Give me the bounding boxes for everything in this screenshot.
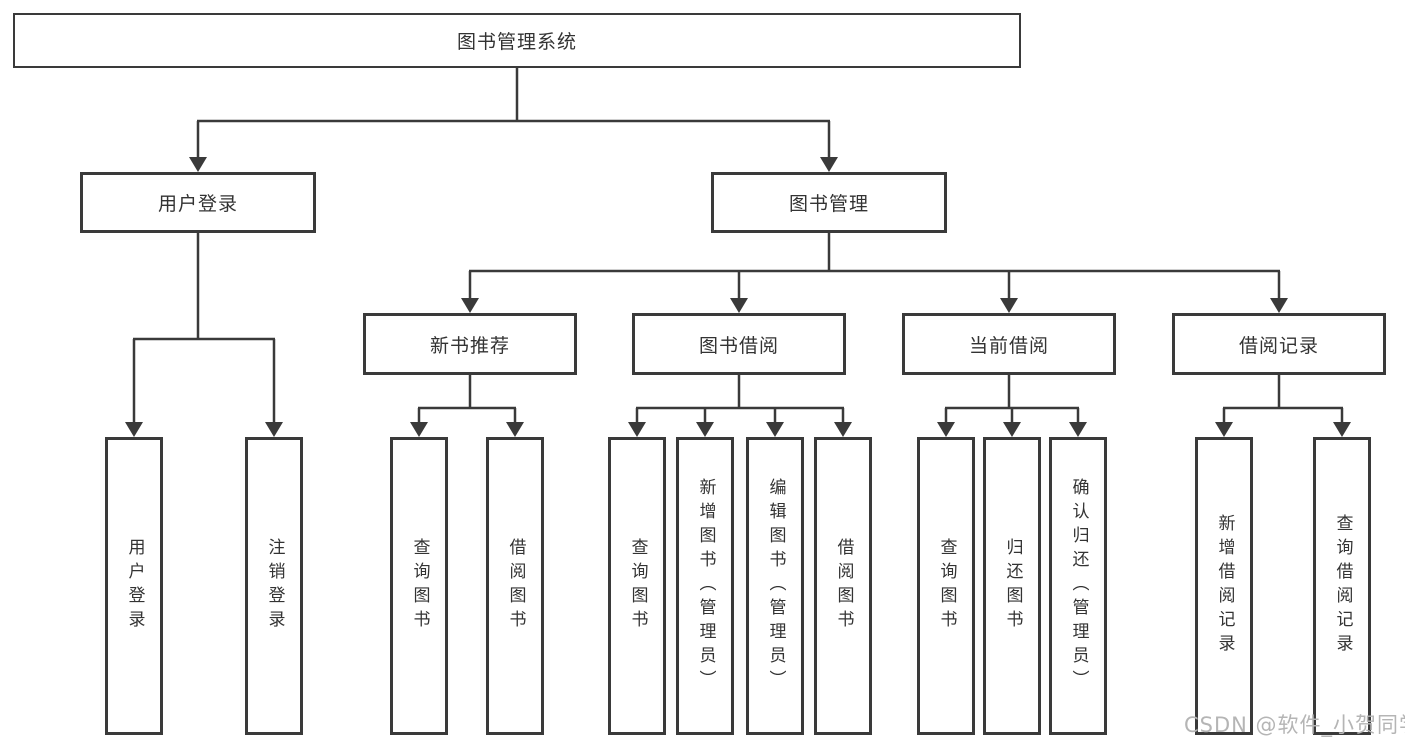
- node-label: 查询图书: [409, 538, 430, 634]
- node-label: 图书借阅: [698, 334, 779, 357]
- node-label: 归还图书: [1002, 538, 1023, 634]
- node-leaf-return-books: 归还图书: [983, 437, 1041, 735]
- node-leaf-confirm-return-admin: 确认归还（管理员）: [1049, 437, 1107, 735]
- connector-user-login-to-leaves: [125, 231, 283, 437]
- node-leaf-edit-book-admin: 编辑图书（管理员）: [746, 437, 804, 735]
- node-library-management-system: 图书管理系统: [13, 13, 1021, 68]
- node-label: 新增图书（管理员）: [695, 478, 716, 694]
- node-leaf-query-books-recommend: 查询图书: [390, 437, 448, 735]
- node-user-login: 用户登录: [80, 172, 316, 233]
- node-label: 当前借阅: [968, 334, 1049, 357]
- node-label: 注销登录: [264, 538, 285, 634]
- connector-book-management-to-level3: [461, 231, 1288, 313]
- node-book-borrowing: 图书借阅: [632, 313, 846, 375]
- node-borrowing-records: 借阅记录: [1172, 313, 1386, 375]
- node-new-book-recommendation: 新书推荐: [363, 313, 577, 375]
- node-label: 借阅记录: [1238, 334, 1319, 357]
- node-label: 查询图书: [627, 538, 648, 634]
- connector-borrow-records-to-leaves: [1215, 375, 1351, 437]
- connector-current-borrowing-to-leaves: [937, 375, 1087, 437]
- node-leaf-add-book-admin: 新增图书（管理员）: [676, 437, 734, 735]
- connector-book-borrowing-to-leaves: [628, 375, 852, 437]
- node-leaf-borrow-books-recommend: 借阅图书: [486, 437, 544, 735]
- node-leaf-query-books-current: 查询图书: [917, 437, 975, 735]
- node-label: 新增借阅记录: [1214, 514, 1235, 658]
- node-leaf-query-borrow-record: 查询借阅记录: [1313, 437, 1371, 735]
- node-label: 用户登录: [124, 538, 145, 634]
- node-label: 图书管理系统: [456, 31, 577, 53]
- node-label: 确认归还（管理员）: [1068, 478, 1089, 694]
- node-current-borrowing: 当前借阅: [902, 313, 1116, 375]
- node-label: 查询借阅记录: [1332, 514, 1353, 658]
- node-label: 图书管理: [788, 193, 869, 215]
- node-label: 新书推荐: [429, 334, 510, 357]
- node-leaf-add-borrow-record: 新增借阅记录: [1195, 437, 1253, 735]
- watermark-csdn: CSDN @软件_小贺同学: [1184, 713, 1405, 737]
- node-leaf-user-login: 用户登录: [105, 437, 163, 735]
- node-leaf-logout: 注销登录: [245, 437, 303, 735]
- connector-root-to-level2: [189, 66, 838, 172]
- node-label: 查询图书: [936, 538, 957, 634]
- node-label: 用户登录: [157, 193, 238, 215]
- node-label: 编辑图书（管理员）: [765, 478, 786, 694]
- node-label: 借阅图书: [833, 538, 854, 634]
- node-book-management: 图书管理: [711, 172, 947, 233]
- connector-new-book-to-leaves: [410, 375, 524, 437]
- node-leaf-borrow-books: 借阅图书: [814, 437, 872, 735]
- node-leaf-query-books-borrowing: 查询图书: [608, 437, 666, 735]
- node-label: 借阅图书: [505, 538, 526, 634]
